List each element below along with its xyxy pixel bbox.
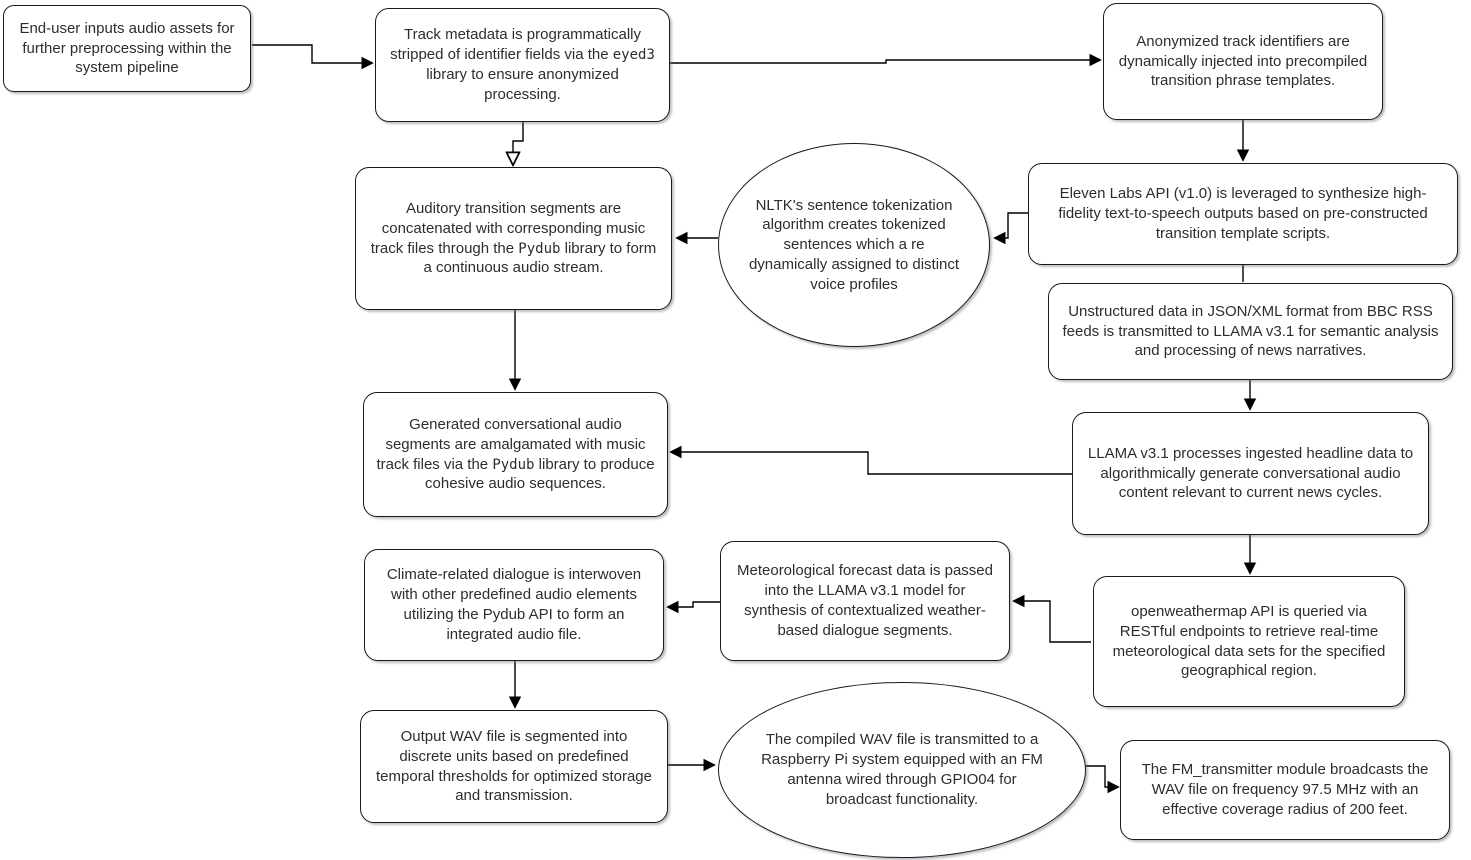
node-label: End-user inputs audio assets for further…	[19, 19, 235, 77]
node-label: Unstructured data in JSON/XML format fro…	[1062, 302, 1439, 360]
node-raspberry-pi: The compiled WAV file is transmitted to …	[718, 682, 1086, 858]
node-label-text: Track metadata is programmatically strip…	[390, 26, 642, 64]
connector-llama-to-merge	[669, 445, 1072, 475]
node-eleven-labs: Eleven Labs API (v1.0) is leveraged to s…	[1028, 163, 1458, 265]
node-bbc-feeds: Unstructured data in JSON/XML format fro…	[1048, 283, 1453, 380]
node-label: Meteorological forecast data is passed i…	[737, 562, 993, 639]
node-climate-interweave: Climate-related dialogue is interwoven w…	[364, 549, 664, 661]
node-label: openweathermap API is queried via RESTfu…	[1112, 602, 1386, 680]
node-label: Track metadata is programmatically strip…	[388, 25, 657, 104]
connector-strip-to-inject	[670, 53, 1102, 67]
node-inject-identifiers: Anonymized track identifiers are dynamic…	[1103, 3, 1383, 120]
node-strip-metadata: Track metadata is programmatically strip…	[375, 8, 670, 122]
node-label-text: library to form a continuous audio strea…	[423, 239, 657, 277]
node-label: NLTK's sentence tokenization algorithm c…	[748, 196, 960, 293]
node-label: Output WAV file is segmented into discre…	[376, 727, 652, 805]
connector-strip-to-concatenate	[513, 122, 524, 165]
node-llama-headlines: LLAMA v3.1 processes ingested headline d…	[1072, 412, 1429, 535]
node-weather-dialogue: Meteorological forecast data is passed i…	[720, 541, 1010, 661]
node-label: LLAMA v3.1 processes ingested headline d…	[1087, 444, 1414, 502]
node-label: Eleven Labs API (v1.0) is leveraged to s…	[1058, 185, 1428, 242]
node-label: Auditory transition segments are concate…	[368, 199, 659, 278]
node-merge-conversational: Generated conversational audio segments …	[363, 392, 668, 517]
node-label-text: library to produce cohesive audio sequen…	[425, 455, 655, 493]
node-nltk-tokenize: NLTK's sentence tokenization algorithm c…	[718, 143, 990, 347]
node-label: The FM_transmitter module broadcasts the…	[1141, 761, 1429, 818]
node-label: The compiled WAV file is transmitted to …	[761, 731, 1043, 808]
connector-raspberrypi-to-broadcast	[1083, 765, 1120, 794]
node-input-assets: End-user inputs audio assets for further…	[3, 5, 251, 92]
connector-elevenlabs-to-nltk	[993, 212, 1028, 245]
node-label-text: Auditory transition segments are concate…	[370, 199, 646, 257]
connector-input-to-strip	[252, 44, 374, 70]
node-label-code: Pydub	[518, 240, 561, 257]
node-label: Anonymized track identifiers are dynamic…	[1118, 32, 1368, 90]
node-concatenate-transitions: Auditory transition segments are concate…	[355, 167, 672, 310]
node-fm-broadcast: The FM_transmitter module broadcasts the…	[1120, 740, 1450, 840]
node-label: Climate-related dialogue is interwoven w…	[386, 566, 642, 643]
node-label-code: eyed3	[612, 47, 655, 64]
node-openweathermap: openweathermap API is queried via RESTfu…	[1093, 576, 1405, 707]
node-label-text: library to ensure anonymized processing.	[426, 66, 619, 103]
node-segment-wav: Output WAV file is segmented into discre…	[360, 710, 668, 823]
node-label: Generated conversational audio segments …	[376, 415, 655, 494]
connector-openweathermap-to-weather	[1012, 594, 1091, 643]
node-label-code: Pydub	[492, 456, 535, 473]
connector-weather-to-climate	[666, 600, 720, 614]
node-label-text: Generated conversational audio segments …	[376, 415, 646, 473]
